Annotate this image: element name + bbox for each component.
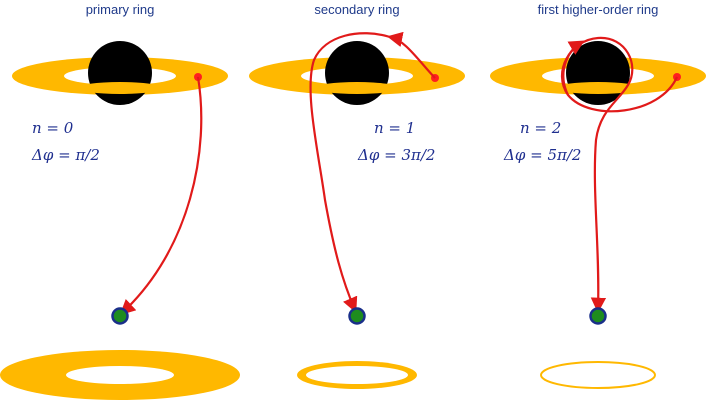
panel-title-higher-order: first higher-order ring [538,2,659,17]
observed-image-secondary-ring [297,361,417,389]
photon-trajectory-n2-loop-arrow [562,40,585,96]
observer-marker [348,307,366,325]
image-ring-thin [540,361,656,389]
image-ring-hole [66,366,174,384]
order-label-n0: n = 0 [32,119,74,137]
observer-marker [111,307,129,325]
observed-image-primary-ring [0,350,240,400]
observed-image-higher-order-ring [540,361,656,389]
photon-trajectory-n1-loop-start [386,31,436,79]
delta-phi-label-n1: Δφ = 3π/2 [357,146,435,164]
image-ring-hole [306,366,408,384]
panel-primary-ring: primary ring n = 0 Δφ = π/2 [0,2,240,400]
disk-front-overlap [315,82,399,94]
accretion-disk-higher-order [490,41,706,105]
delta-phi-label-n0: Δφ = π/2 [31,146,100,164]
observer-marker [589,307,607,325]
accretion-disk-secondary [249,41,465,105]
panel-title-primary: primary ring [86,2,155,17]
black-hole-shadow [325,41,389,105]
disk-front-overlap [556,82,640,94]
panel-title-secondary: secondary ring [314,2,399,17]
order-label-n2: n = 2 [520,119,561,137]
black-hole-shadow [88,41,152,105]
accretion-disk-primary [12,41,228,105]
photon-trajectory-n1 [309,32,391,313]
order-label-n1: n = 1 [374,119,415,137]
photon-trajectory-n2 [561,36,679,314]
photon-trajectory-n0 [119,76,203,316]
disk-front-overlap [78,82,162,94]
panel-higher-order-ring: first higher-order ring n = 2 Δφ = 5π/2 [490,2,706,389]
panel-secondary-ring: secondary ring n = 1 Δφ = 3π/2 [249,2,465,389]
delta-phi-label-n2: Δφ = 5π/2 [503,146,581,164]
